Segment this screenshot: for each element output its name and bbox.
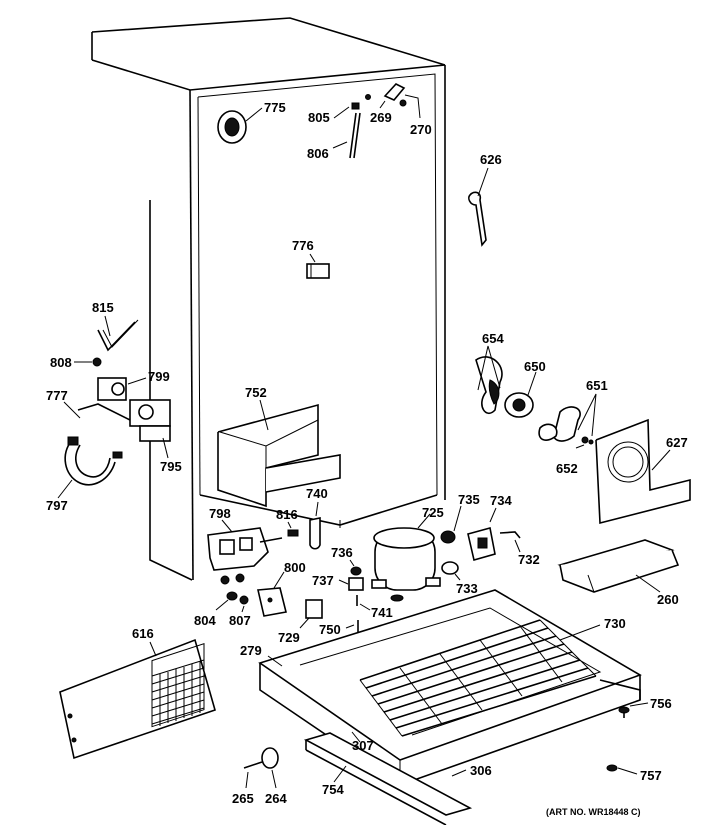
- label-808: 808: [50, 355, 72, 370]
- label-756: 756: [650, 696, 672, 711]
- fan-motor-650: [475, 345, 537, 418]
- label-804: 804: [194, 613, 216, 628]
- label-799: 799: [148, 369, 170, 384]
- label-616: 616: [132, 626, 154, 641]
- label-797: 797: [46, 498, 68, 513]
- label-651: 651: [586, 378, 608, 393]
- grommet-parts: [338, 559, 371, 611]
- label-806: 806: [307, 146, 329, 161]
- control-assembly-798: [207, 519, 299, 585]
- art-number: (ART NO. WR18448 C): [546, 807, 641, 817]
- label-795: 795: [160, 459, 182, 474]
- label-626: 626: [480, 152, 502, 167]
- label-732: 732: [518, 552, 540, 567]
- grille-mesh: [151, 659, 205, 726]
- label-735: 735: [458, 492, 480, 507]
- part-800: [257, 571, 287, 617]
- label-757: 757: [640, 768, 662, 783]
- drain-pan-260: [557, 539, 680, 593]
- part-750: [345, 620, 359, 632]
- drain-tube-806: [332, 102, 361, 159]
- label-270: 270: [410, 122, 432, 137]
- label-798: 798: [209, 506, 231, 521]
- label-750: 750: [319, 622, 341, 637]
- label-279: 279: [240, 643, 262, 658]
- label-777: 777: [46, 388, 68, 403]
- part-labels: 775 805 806 269 270 626 776 815 808 799 …: [46, 100, 688, 806]
- label-754: 754: [322, 782, 344, 797]
- label-264: 264: [265, 791, 287, 806]
- label-730: 730: [604, 616, 626, 631]
- label-807: 807: [229, 613, 251, 628]
- sensor-626: [468, 167, 489, 247]
- label-725: 725: [422, 505, 444, 520]
- label-265: 265: [232, 791, 254, 806]
- label-306: 306: [470, 763, 492, 778]
- label-260: 260: [657, 592, 679, 607]
- screws-756-757: [606, 702, 649, 775]
- bracket-815: [74, 315, 139, 367]
- label-776: 776: [292, 238, 314, 253]
- label-805: 805: [308, 110, 330, 125]
- label-736: 736: [331, 545, 353, 560]
- part-740: [309, 501, 321, 550]
- leveling-parts: [243, 747, 279, 789]
- label-652: 652: [556, 461, 578, 476]
- label-752: 752: [245, 385, 267, 400]
- condenser-base-730: [258, 589, 642, 786]
- part-776: [306, 253, 330, 279]
- label-800: 800: [284, 560, 306, 575]
- compressor-725: [371, 513, 441, 602]
- label-740: 740: [306, 486, 328, 501]
- evaporator-cover-752: [217, 399, 341, 508]
- label-734: 734: [490, 493, 512, 508]
- label-269: 269: [370, 110, 392, 125]
- condenser-coil: [359, 619, 597, 737]
- label-775: 775: [264, 100, 286, 115]
- cabinet-body: [91, 17, 446, 581]
- label-741: 741: [371, 605, 393, 620]
- drain-cap-775: [217, 107, 263, 144]
- water-valve-assembly: [57, 377, 171, 499]
- label-815: 815: [92, 300, 114, 315]
- label-654: 654: [482, 331, 504, 346]
- label-729: 729: [278, 630, 300, 645]
- front-rail-754: [303, 731, 473, 825]
- label-627: 627: [666, 435, 688, 450]
- grille-panel-616: [59, 638, 216, 760]
- part-729: [299, 599, 323, 629]
- fan-shroud-627: [595, 418, 691, 525]
- clip-269: [365, 83, 421, 119]
- relay-and-overload: [440, 505, 521, 581]
- label-307: 307: [352, 738, 374, 753]
- label-737: 737: [312, 573, 334, 588]
- label-816: 816: [276, 507, 298, 522]
- label-650: 650: [524, 359, 546, 374]
- label-733: 733: [456, 581, 478, 596]
- fan-blade-651: [538, 393, 597, 449]
- small-parts-804-807: [215, 591, 249, 613]
